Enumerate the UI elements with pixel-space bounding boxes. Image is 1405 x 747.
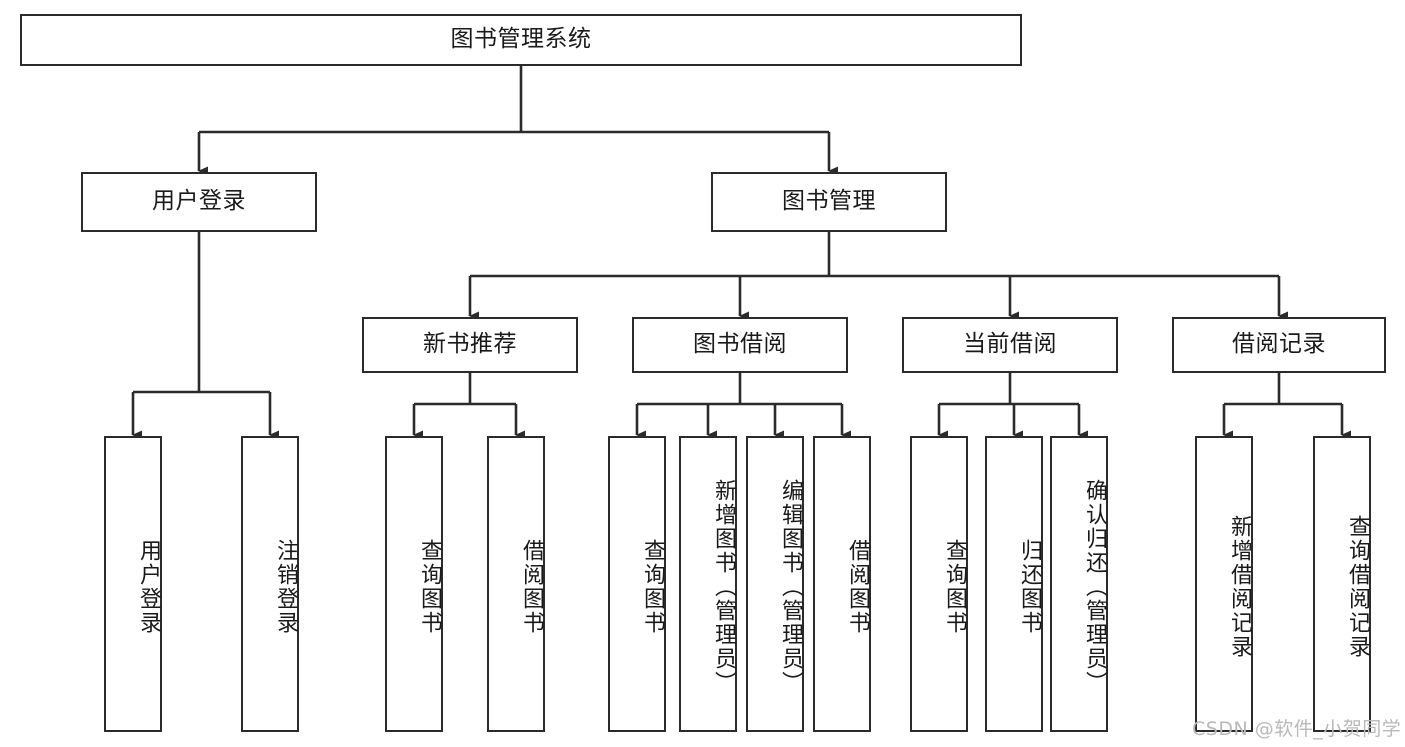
node-label: 查询借阅记录 (1345, 515, 1370, 659)
node-label: 新增图书（管理员） (711, 479, 736, 695)
node-borrow-record[interactable]: 借阅记录 (1172, 317, 1386, 373)
node-label: 用户登录 (152, 188, 246, 215)
node-label: 归还图书 (1017, 539, 1042, 635)
edge-paths (131, 66, 1351, 440)
node-label: 用户登录 (136, 539, 161, 635)
node-label: 借阅图书 (519, 539, 544, 635)
node-label: 借阅记录 (1232, 331, 1326, 358)
node-leaf-edit-book[interactable]: 编辑图书（管理员） (746, 436, 804, 732)
node-book-borrow[interactable]: 图书借阅 (632, 317, 848, 373)
node-leaf-query-record[interactable]: 查询借阅记录 (1313, 436, 1371, 732)
node-label: 图书管理 (782, 188, 876, 215)
node-current-borrow[interactable]: 当前借阅 (902, 317, 1118, 373)
node-label: 新书推荐 (423, 331, 517, 358)
node-leaf-borrow-book-2[interactable]: 借阅图书 (813, 436, 871, 732)
node-leaf-return-book[interactable]: 归还图书 (985, 436, 1043, 732)
node-leaf-confirm-return[interactable]: 确认归还（管理员） (1050, 436, 1108, 732)
node-label: 借阅图书 (845, 539, 870, 635)
node-label: 图书管理系统 (450, 26, 592, 53)
node-label: 编辑图书（管理员） (778, 479, 803, 695)
node-label: 查询图书 (942, 539, 967, 635)
node-label: 新增借阅记录 (1227, 515, 1252, 659)
node-leaf-user-login[interactable]: 用户登录 (104, 436, 162, 732)
node-label: 确认归还（管理员） (1082, 479, 1107, 695)
node-leaf-borrow-book-1[interactable]: 借阅图书 (487, 436, 545, 732)
node-leaf-add-record[interactable]: 新增借阅记录 (1195, 436, 1253, 732)
node-user-login[interactable]: 用户登录 (81, 172, 317, 232)
node-leaf-query-book-1[interactable]: 查询图书 (385, 436, 443, 732)
node-label: 查询图书 (417, 539, 442, 635)
node-book-manage[interactable]: 图书管理 (711, 172, 947, 232)
node-leaf-query-book-2[interactable]: 查询图书 (608, 436, 666, 732)
node-leaf-add-book[interactable]: 新增图书（管理员） (679, 436, 737, 732)
node-leaf-query-book-3[interactable]: 查询图书 (910, 436, 968, 732)
node-root[interactable]: 图书管理系统 (20, 14, 1022, 66)
node-new-book-rec[interactable]: 新书推荐 (362, 317, 578, 373)
node-label: 当前借阅 (963, 331, 1057, 358)
watermark-label: CSDN @软件_小贺同学 (1192, 718, 1402, 740)
node-leaf-logout[interactable]: 注销登录 (241, 436, 299, 732)
node-label: 图书借阅 (693, 331, 787, 358)
node-label: 查询图书 (640, 539, 665, 635)
node-label: 注销登录 (273, 539, 298, 635)
